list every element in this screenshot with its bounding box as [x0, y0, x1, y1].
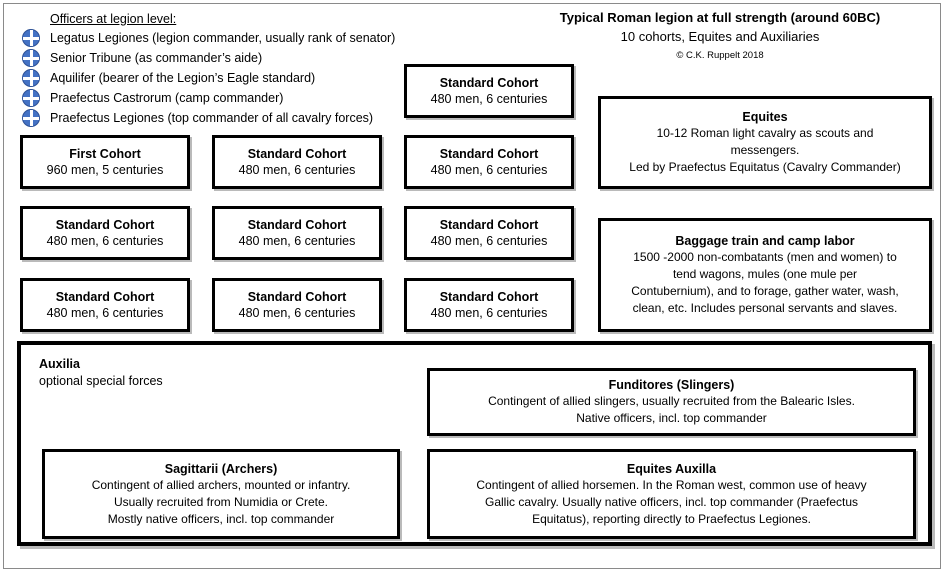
officer-label: Aquilifer (bearer of the Legion’s Eagle …	[50, 71, 316, 85]
officer-label: Praefectus Castrorum (camp commander)	[50, 91, 284, 105]
officer-row: Aquilifer (bearer of the Legion’s Eagle …	[22, 68, 442, 88]
cohort-detail: 480 men, 6 centuries	[430, 306, 548, 320]
cohort-detail: 480 men, 6 centuries	[430, 92, 548, 106]
cohort-box: Standard Cohort 480 men, 6 centuries	[404, 135, 574, 189]
cohort-title: Standard Cohort	[439, 218, 539, 232]
officer-row: Praefectus Legiones (top commander of al…	[22, 108, 442, 128]
sagittarii-line-3: Mostly native officers, incl. top comman…	[107, 511, 335, 526]
auxilia-panel: Auxilia optional special forces Funditor…	[17, 341, 932, 546]
funditores-line-2: Native officers, incl. top commander	[576, 411, 767, 425]
cohort-box: Standard Cohort 480 men, 6 centuries	[20, 278, 190, 332]
funditores-box: Funditores (Slingers) Contingent of alli…	[427, 368, 916, 436]
officers-panel: Officers at legion level: Legatus Legion…	[22, 10, 442, 128]
equites-auxilla-title: Equites Auxilla	[626, 461, 717, 476]
plus-circle-icon	[22, 29, 40, 47]
cohort-title: First Cohort	[69, 147, 141, 161]
cohort-title: Standard Cohort	[55, 218, 155, 232]
cohort-title: Standard Cohort	[247, 147, 347, 161]
equites-line-1: 10-12 Roman light cavalry as scouts and	[656, 126, 874, 140]
cohort-box: Standard Cohort 480 men, 6 centuries	[212, 135, 382, 189]
baggage-title: Baggage train and camp labor	[675, 234, 855, 248]
baggage-train-box: Baggage train and camp labor 1500 -2000 …	[598, 218, 932, 332]
equites-auxilla-line-1: Contingent of allied horsemen. In the Ro…	[476, 477, 867, 492]
officers-heading: Officers at legion level:	[50, 12, 177, 26]
plus-circle-icon	[22, 49, 40, 67]
cohort-box: Standard Cohort 480 men, 6 centuries	[212, 278, 382, 332]
plus-circle-icon	[22, 69, 40, 87]
cohort-box: Standard Cohort 480 men, 6 centuries	[20, 206, 190, 260]
officer-label: Senior Tribune (as commander’s aide)	[50, 51, 263, 65]
equites-auxilla-line-2: Gallic cavalry. Usually native officers,…	[484, 494, 859, 509]
plus-circle-icon	[22, 109, 40, 127]
auxilia-title: Auxilia	[39, 357, 80, 371]
officer-label: Praefectus Legiones (top commander of al…	[50, 111, 374, 125]
page-title: Typical Roman legion at full strength (a…	[559, 10, 881, 25]
cohort-title: Standard Cohort	[247, 218, 347, 232]
cohort-title: Standard Cohort	[439, 147, 539, 161]
cohort-title: Standard Cohort	[55, 290, 155, 304]
officer-row: Senior Tribune (as commander’s aide)	[22, 48, 442, 68]
equites-auxilla-line-3: Equitatus), reporting directly to Praefe…	[532, 511, 811, 526]
copyright-notice: © C.K. Ruppelt 2018	[676, 50, 764, 61]
cohort-box: First Cohort 960 men, 5 centuries	[20, 135, 190, 189]
cohort-box: Standard Cohort 480 men, 6 centuries	[212, 206, 382, 260]
officer-label: Legatus Legiones (legion commander, usua…	[50, 31, 396, 45]
funditores-title: Funditores (Slingers)	[608, 378, 735, 392]
baggage-line-4: clean, etc. Includes personal servants a…	[632, 301, 898, 315]
cohort-detail: 480 men, 6 centuries	[238, 234, 356, 248]
plus-circle-icon	[22, 89, 40, 107]
equites-line-3: Led by Praefectus Equitatus (Cavalry Com…	[629, 160, 901, 174]
officer-row: Legatus Legiones (legion commander, usua…	[22, 28, 442, 48]
sagittarii-line-2: Usually recruited from Numidia or Crete.	[113, 494, 329, 509]
page-subtitle: 10 cohorts, Equites and Auxiliaries	[620, 29, 820, 44]
cohort-detail: 480 men, 6 centuries	[238, 306, 356, 320]
officer-row: Praefectus Castrorum (camp commander)	[22, 88, 442, 108]
equites-box: Equites 10-12 Roman light cavalry as sco…	[598, 96, 932, 189]
sagittarii-title: Sagittarii (Archers)	[164, 461, 278, 476]
cohort-box: Standard Cohort 480 men, 6 centuries	[404, 278, 574, 332]
auxilia-subtitle: optional special forces	[39, 374, 163, 388]
sagittarii-box: Sagittarii (Archers) Contingent of allie…	[42, 449, 400, 539]
cohort-detail: 480 men, 6 centuries	[46, 234, 164, 248]
cohort-title: Standard Cohort	[247, 290, 347, 304]
cohort-title: Standard Cohort	[439, 76, 539, 90]
cohort-detail: 480 men, 6 centuries	[238, 163, 356, 177]
cohort-title: Standard Cohort	[439, 290, 539, 304]
baggage-line-2: tend wagons, mules (one mule per	[672, 267, 858, 281]
baggage-line-3: Contubernium), and to forage, gather wat…	[631, 284, 899, 298]
cohort-box: Standard Cohort 480 men, 6 centuries	[404, 206, 574, 260]
funditores-line-1: Contingent of allied slingers, usually r…	[488, 394, 855, 408]
sagittarii-line-1: Contingent of allied archers, mounted or…	[91, 477, 351, 492]
cohort-detail: 480 men, 6 centuries	[46, 306, 164, 320]
title-block: Typical Roman legion at full strength (a…	[510, 8, 930, 64]
equites-auxilla-box: Equites Auxilla Contingent of allied hor…	[427, 449, 916, 539]
equites-line-2: messengers.	[730, 143, 800, 157]
cohort-detail: 480 men, 6 centuries	[430, 163, 548, 177]
cohort-detail: 480 men, 6 centuries	[430, 234, 548, 248]
equites-title: Equites	[742, 110, 788, 124]
baggage-line-1: 1500 -2000 non-combatants (men and women…	[633, 250, 897, 264]
cohort-detail: 960 men, 5 centuries	[46, 163, 164, 177]
cohort-box: Standard Cohort 480 men, 6 centuries	[404, 64, 574, 118]
